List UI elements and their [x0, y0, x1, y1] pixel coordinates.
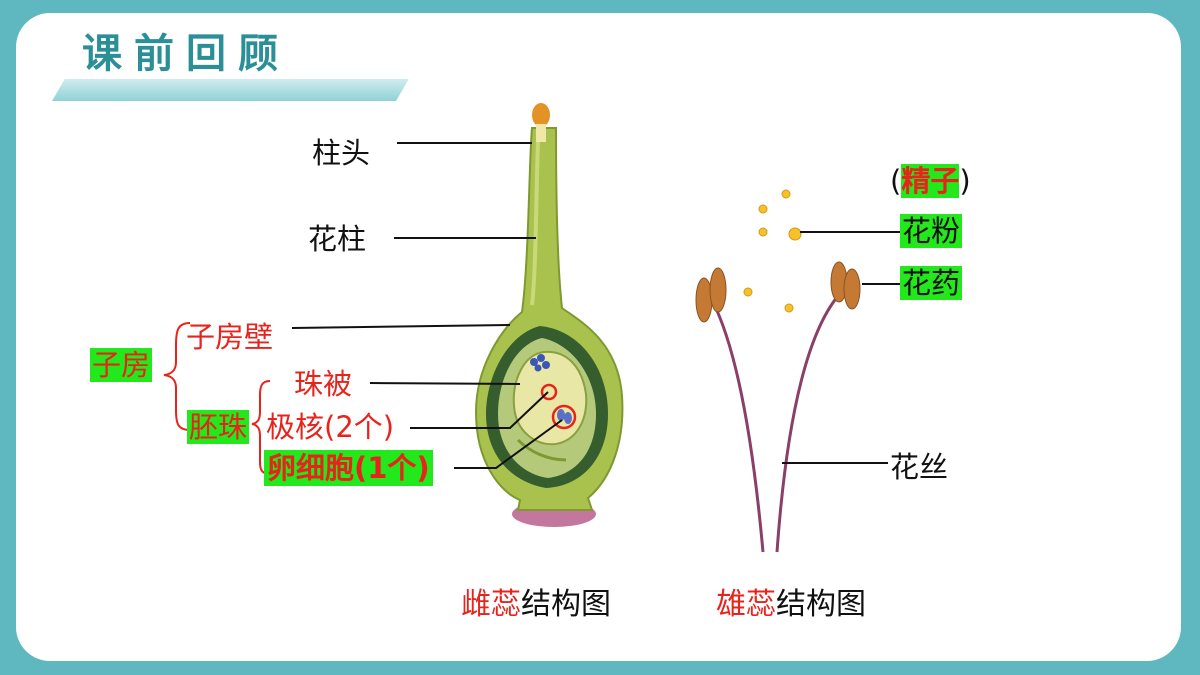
egg-cell-marker	[551, 404, 577, 430]
label-style: 花柱	[308, 222, 367, 256]
egg-apparatus-cells	[557, 409, 572, 424]
label-sperm-group: (精子)	[890, 164, 971, 198]
label-stigma: 柱头	[312, 136, 371, 170]
label-anther: 花药	[900, 266, 963, 300]
filament-left	[710, 299, 765, 553]
pistil-leader-lines	[291, 142, 563, 469]
caption-stamen-highlight: 雄蕊	[716, 587, 776, 622]
label-sperm: 精子	[901, 164, 960, 198]
pistil-illustration	[474, 103, 624, 527]
label-polar-nuclei: 极核(2个)	[266, 410, 395, 444]
leader-egg-cell	[454, 419, 563, 469]
stigma-neck	[536, 124, 546, 142]
label-ovary-wall: 子房壁	[186, 320, 274, 354]
label-integument: 珠被	[294, 367, 353, 401]
label-egg-cell: 卵细胞(1个)	[264, 450, 433, 486]
caption-stamen-rest: 结构图	[776, 587, 866, 622]
anther-right	[830, 261, 861, 310]
caption-pistil-highlight: 雌蕊	[461, 587, 521, 622]
ovule-brace	[251, 380, 271, 475]
paren-open: (	[890, 164, 902, 198]
stigma-tip	[532, 103, 550, 127]
label-ovule: 胚珠	[187, 410, 250, 444]
label-pollen: 花粉	[900, 214, 963, 248]
leader-ovary-wall	[291, 324, 511, 329]
classification-braces	[163, 322, 271, 475]
paren-close: )	[959, 164, 971, 198]
filament-right	[775, 295, 840, 553]
caption-pistil-rest: 结构图	[521, 587, 611, 622]
slide-title: 课前回顾	[82, 31, 290, 77]
style-highlight	[530, 139, 540, 306]
ovary-brace	[163, 322, 191, 431]
antipodal-cells	[530, 354, 550, 372]
polar-nuclei-marker	[540, 383, 558, 401]
caption-stamen: 雄蕊结构图	[716, 588, 866, 622]
label-filament: 花丝	[890, 450, 949, 484]
pollen-grains	[743, 189, 802, 313]
stamen-leader-lines	[782, 231, 904, 464]
ovule-stalk	[516, 438, 567, 462]
leader-polar-nuclei	[410, 391, 549, 429]
anther-left	[695, 267, 727, 323]
label-ovary: 子房	[90, 348, 153, 382]
stamen-illustration	[695, 189, 861, 553]
leader-integument	[369, 382, 521, 385]
caption-pistil: 雌蕊结构图	[461, 588, 611, 622]
